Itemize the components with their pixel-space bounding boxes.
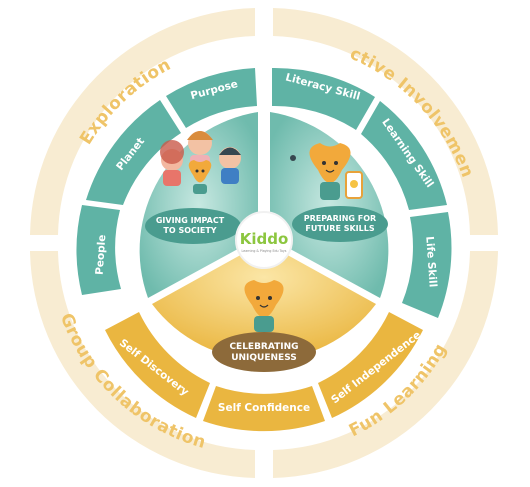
segment-self-independence	[318, 312, 423, 418]
life-skill-label: Life Skill	[423, 236, 439, 288]
segment-planet	[86, 100, 181, 205]
sector-right-title-line2: FUTURE SKILLS	[305, 224, 374, 233]
mound-left	[145, 208, 241, 244]
outer-ring-bottom-left	[30, 251, 255, 478]
sector-right-body	[270, 112, 389, 298]
segment-life-skill	[402, 212, 452, 318]
segment-self-discovery	[105, 312, 210, 418]
logo-tagline: Learning & Playing Edu Toys	[242, 249, 287, 253]
mound-bottom	[212, 332, 316, 372]
sector-left-title-line1: GIVING IMPACT	[156, 216, 225, 225]
mascot-with-tablet-illustration	[290, 143, 363, 200]
logo-wordmark: Kiddo	[240, 230, 289, 248]
self-confidence-label: Self Confidence	[218, 402, 310, 414]
people-label: People	[94, 234, 109, 275]
sector-right: PREPARING FOR FUTURE SKILLS	[270, 67, 452, 318]
outer-ring-top-left	[30, 8, 255, 235]
sector-left: GIVING IMPACT TO SOCIETY	[76, 68, 258, 298]
sector-bottom-title-line2: UNIQUENESS	[231, 353, 297, 363]
sector-right-title-line1: PREPARING FOR	[304, 214, 376, 223]
outer-ring-bottom-right	[273, 251, 498, 478]
sector-bottom-title-line1: CELEBRATING	[229, 342, 298, 352]
outer-ring-top-right	[273, 8, 498, 235]
kids-illustration	[160, 131, 241, 194]
segment-self-confidence	[203, 386, 325, 432]
mound-right	[292, 206, 388, 242]
segment-purpose	[166, 68, 257, 128]
sector-bottom: CELEBRATING UNIQUENESS	[105, 242, 423, 432]
mascot-celebrating-illustration	[244, 280, 284, 332]
sector-left-title-line2: TO SOCIETY	[163, 226, 216, 235]
segment-people	[76, 205, 121, 295]
kiddo-logo: Kiddo Learning & Playing Edu Toys	[235, 211, 293, 269]
segment-literacy-skill	[272, 67, 375, 130]
outer-ring	[30, 8, 498, 478]
segment-learning-skill	[361, 101, 447, 210]
